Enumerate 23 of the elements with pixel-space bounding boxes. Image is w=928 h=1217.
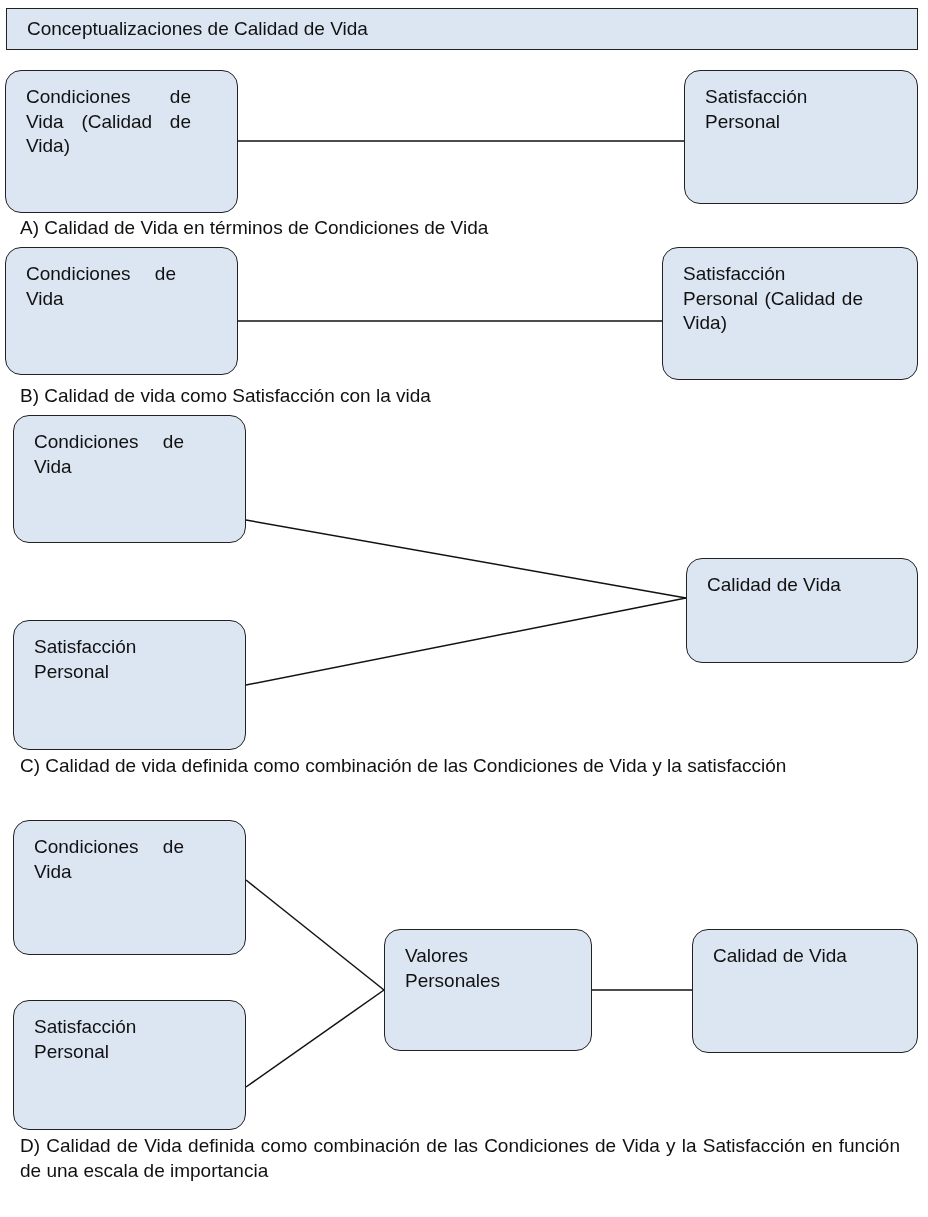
caption-text: B) Calidad de vida como Satisfacción con la vida — [20, 384, 432, 408]
title-box: Conceptualizaciones de Calidad de Vida — [6, 8, 918, 50]
concept-box: Calidad de Vida — [692, 929, 918, 1053]
caption-text: A) Calidad de Vida en términos de Condiciones de Vida — [20, 216, 490, 240]
caption-text: C) Calidad de vida definida como combinación de las Condiciones de Vida y la satisfacción — [20, 754, 788, 778]
concept-box: Condiciones de Vida — [5, 247, 238, 375]
connector-line — [237, 140, 685, 142]
concept-box: Condiciones de Vida — [13, 820, 246, 955]
concept-box: Valores Personales — [384, 929, 592, 1051]
concept-box: Satisfacción Personal (Calidad de Vida) — [662, 247, 918, 380]
caption-text: D) Calidad de Vida definida como combinación de las Condiciones de Vida y la Satisfacción en función de una escala de importancia — [20, 1134, 900, 1183]
concept-box: Satisfacción Personal — [13, 1000, 246, 1130]
connector-line — [245, 597, 687, 686]
concept-box: Calidad de Vida — [686, 558, 918, 663]
connector-line — [245, 989, 385, 1088]
concept-box: Satisfacción Personal — [684, 70, 918, 204]
concept-box: Condiciones de Vida — [13, 415, 246, 543]
connector-line — [591, 989, 693, 991]
connector-line — [245, 519, 687, 599]
connector-line — [245, 879, 385, 991]
concept-box: Condiciones de Vida (Calidad de Vida) — [5, 70, 238, 213]
connector-line — [237, 320, 663, 322]
concept-box: Satisfacción Personal — [13, 620, 246, 750]
